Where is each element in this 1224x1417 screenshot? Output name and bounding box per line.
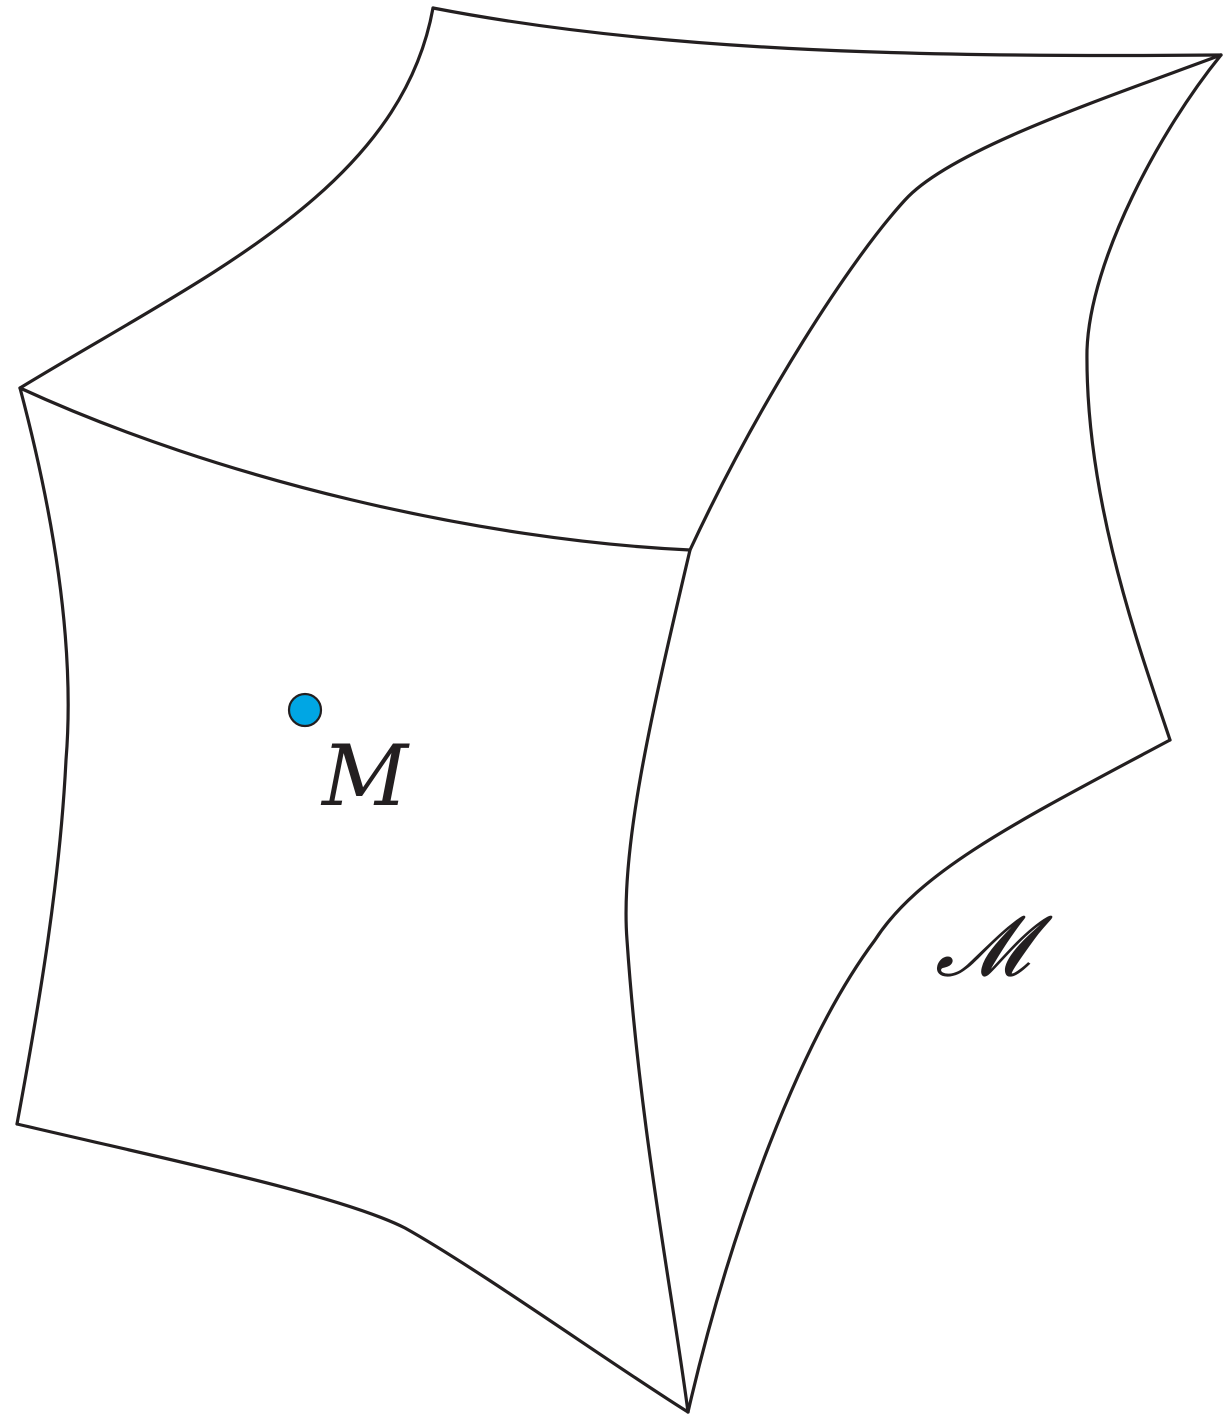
manifold-label: 𝓜: [935, 897, 1053, 995]
top-back-edge: [433, 8, 1221, 56]
point-marker: [289, 694, 321, 726]
top-front-edge: [20, 388, 690, 550]
right-bottom-edge: [688, 740, 1170, 1412]
right-back-edge: [1087, 55, 1221, 740]
front-bottom-edge: [17, 1124, 688, 1412]
front-left-edge: [17, 388, 68, 1124]
top-right-edge: [690, 55, 1221, 550]
point-label: M: [320, 727, 410, 825]
front-right-edge: [626, 550, 690, 1412]
top-left-edge: [20, 8, 433, 388]
